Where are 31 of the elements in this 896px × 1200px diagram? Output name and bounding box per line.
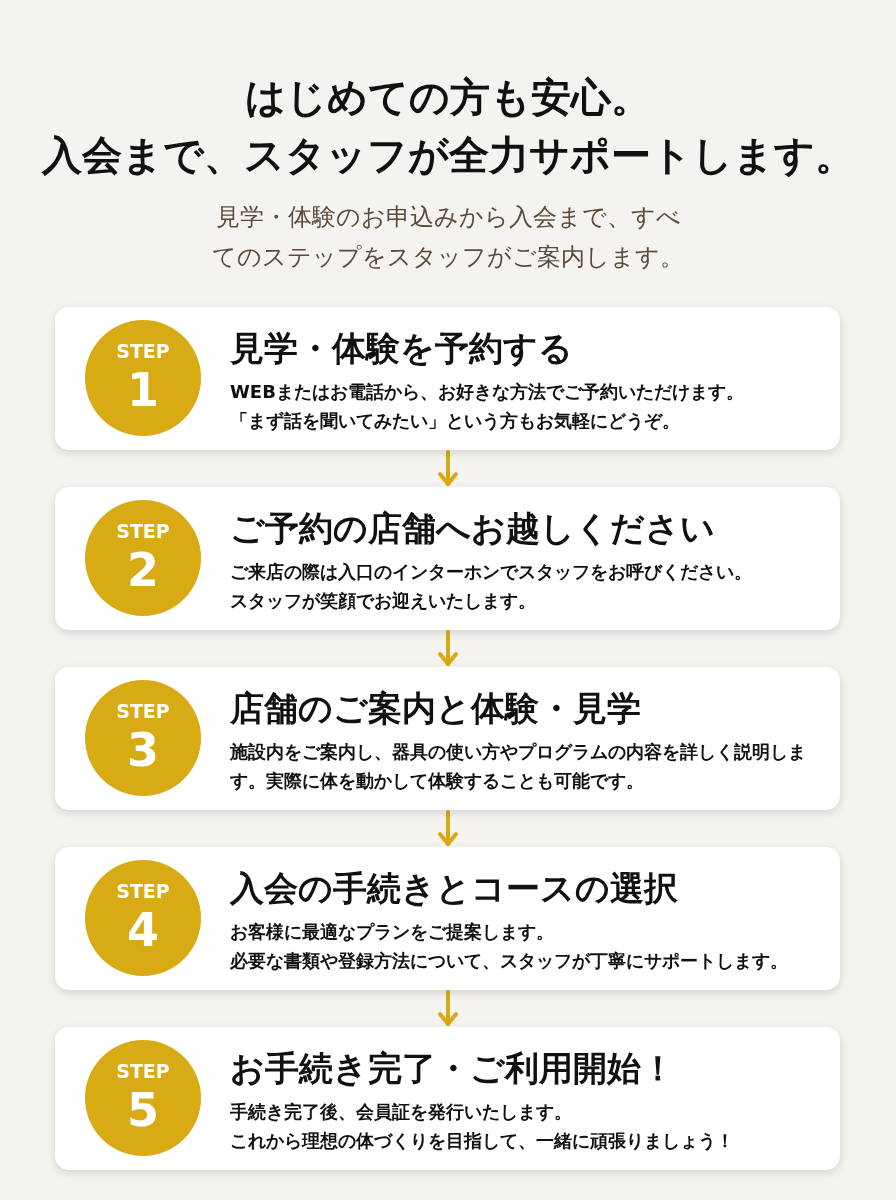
step-heading: 店舗のご案内と体験・見学: [230, 687, 641, 730]
step-number: 3: [126, 724, 160, 776]
step-card: [55, 847, 840, 990]
step-description: 施設内をご案内し、器具の使い方やプログラムの内容を詳しく説明します。実際に体を動かして体験することも可能です。: [230, 740, 807, 793]
arrow: [438, 450, 458, 486]
step-number: 5: [126, 1084, 160, 1136]
step-label: STEP: [115, 700, 171, 722]
step-description: ご来店の際は入口のインターホンでスタッフをお呼びください。スタッフが笑顔でお迎えいたします。: [230, 560, 753, 613]
step-description: お客様に最適なプランをご提案します。必要な書類や登録方法について、スタッフが丁寧にサポートします。: [230, 920, 789, 973]
subtitle: 見学・体験のお申込みから入会まで、すべてのステップをスタッフがご案内します。: [211, 202, 685, 273]
step-card: [55, 1027, 840, 1170]
step-heading: お手続き完了・ご利用開始！: [230, 1047, 675, 1090]
arrow: [438, 810, 458, 846]
arrow: [438, 990, 458, 1026]
step-number: 4: [126, 904, 160, 956]
step-heading: ご予約の店舗へお越しください: [230, 507, 715, 550]
step-card: [55, 487, 840, 630]
title: はじめての方も安心。入会まで、スタッフが全力サポートします。: [40, 73, 856, 180]
step-number: 2: [126, 544, 160, 596]
step-label: STEP: [115, 340, 171, 362]
arrow: [438, 630, 458, 666]
step-number: 1: [126, 364, 160, 416]
step-description: 手続き完了後、会員証を発行いたします。これから理想の体づくりを目指して、一緒に頑張りましょう！: [230, 1100, 735, 1153]
step-heading: 入会の手続きとコースの選択: [230, 867, 678, 910]
step-description: WEBまたはお電話から、お好きな方法でご予約いただけます。「まず話を聞いてみたい」という方もお気軽にどうぞ。: [230, 380, 745, 433]
step-label: STEP: [115, 520, 171, 542]
step-label: STEP: [115, 880, 171, 902]
step-card: [55, 307, 840, 450]
step-label: STEP: [115, 1060, 171, 1082]
step-heading: 見学・体験を予約する: [230, 327, 573, 370]
step-card: [55, 667, 840, 810]
